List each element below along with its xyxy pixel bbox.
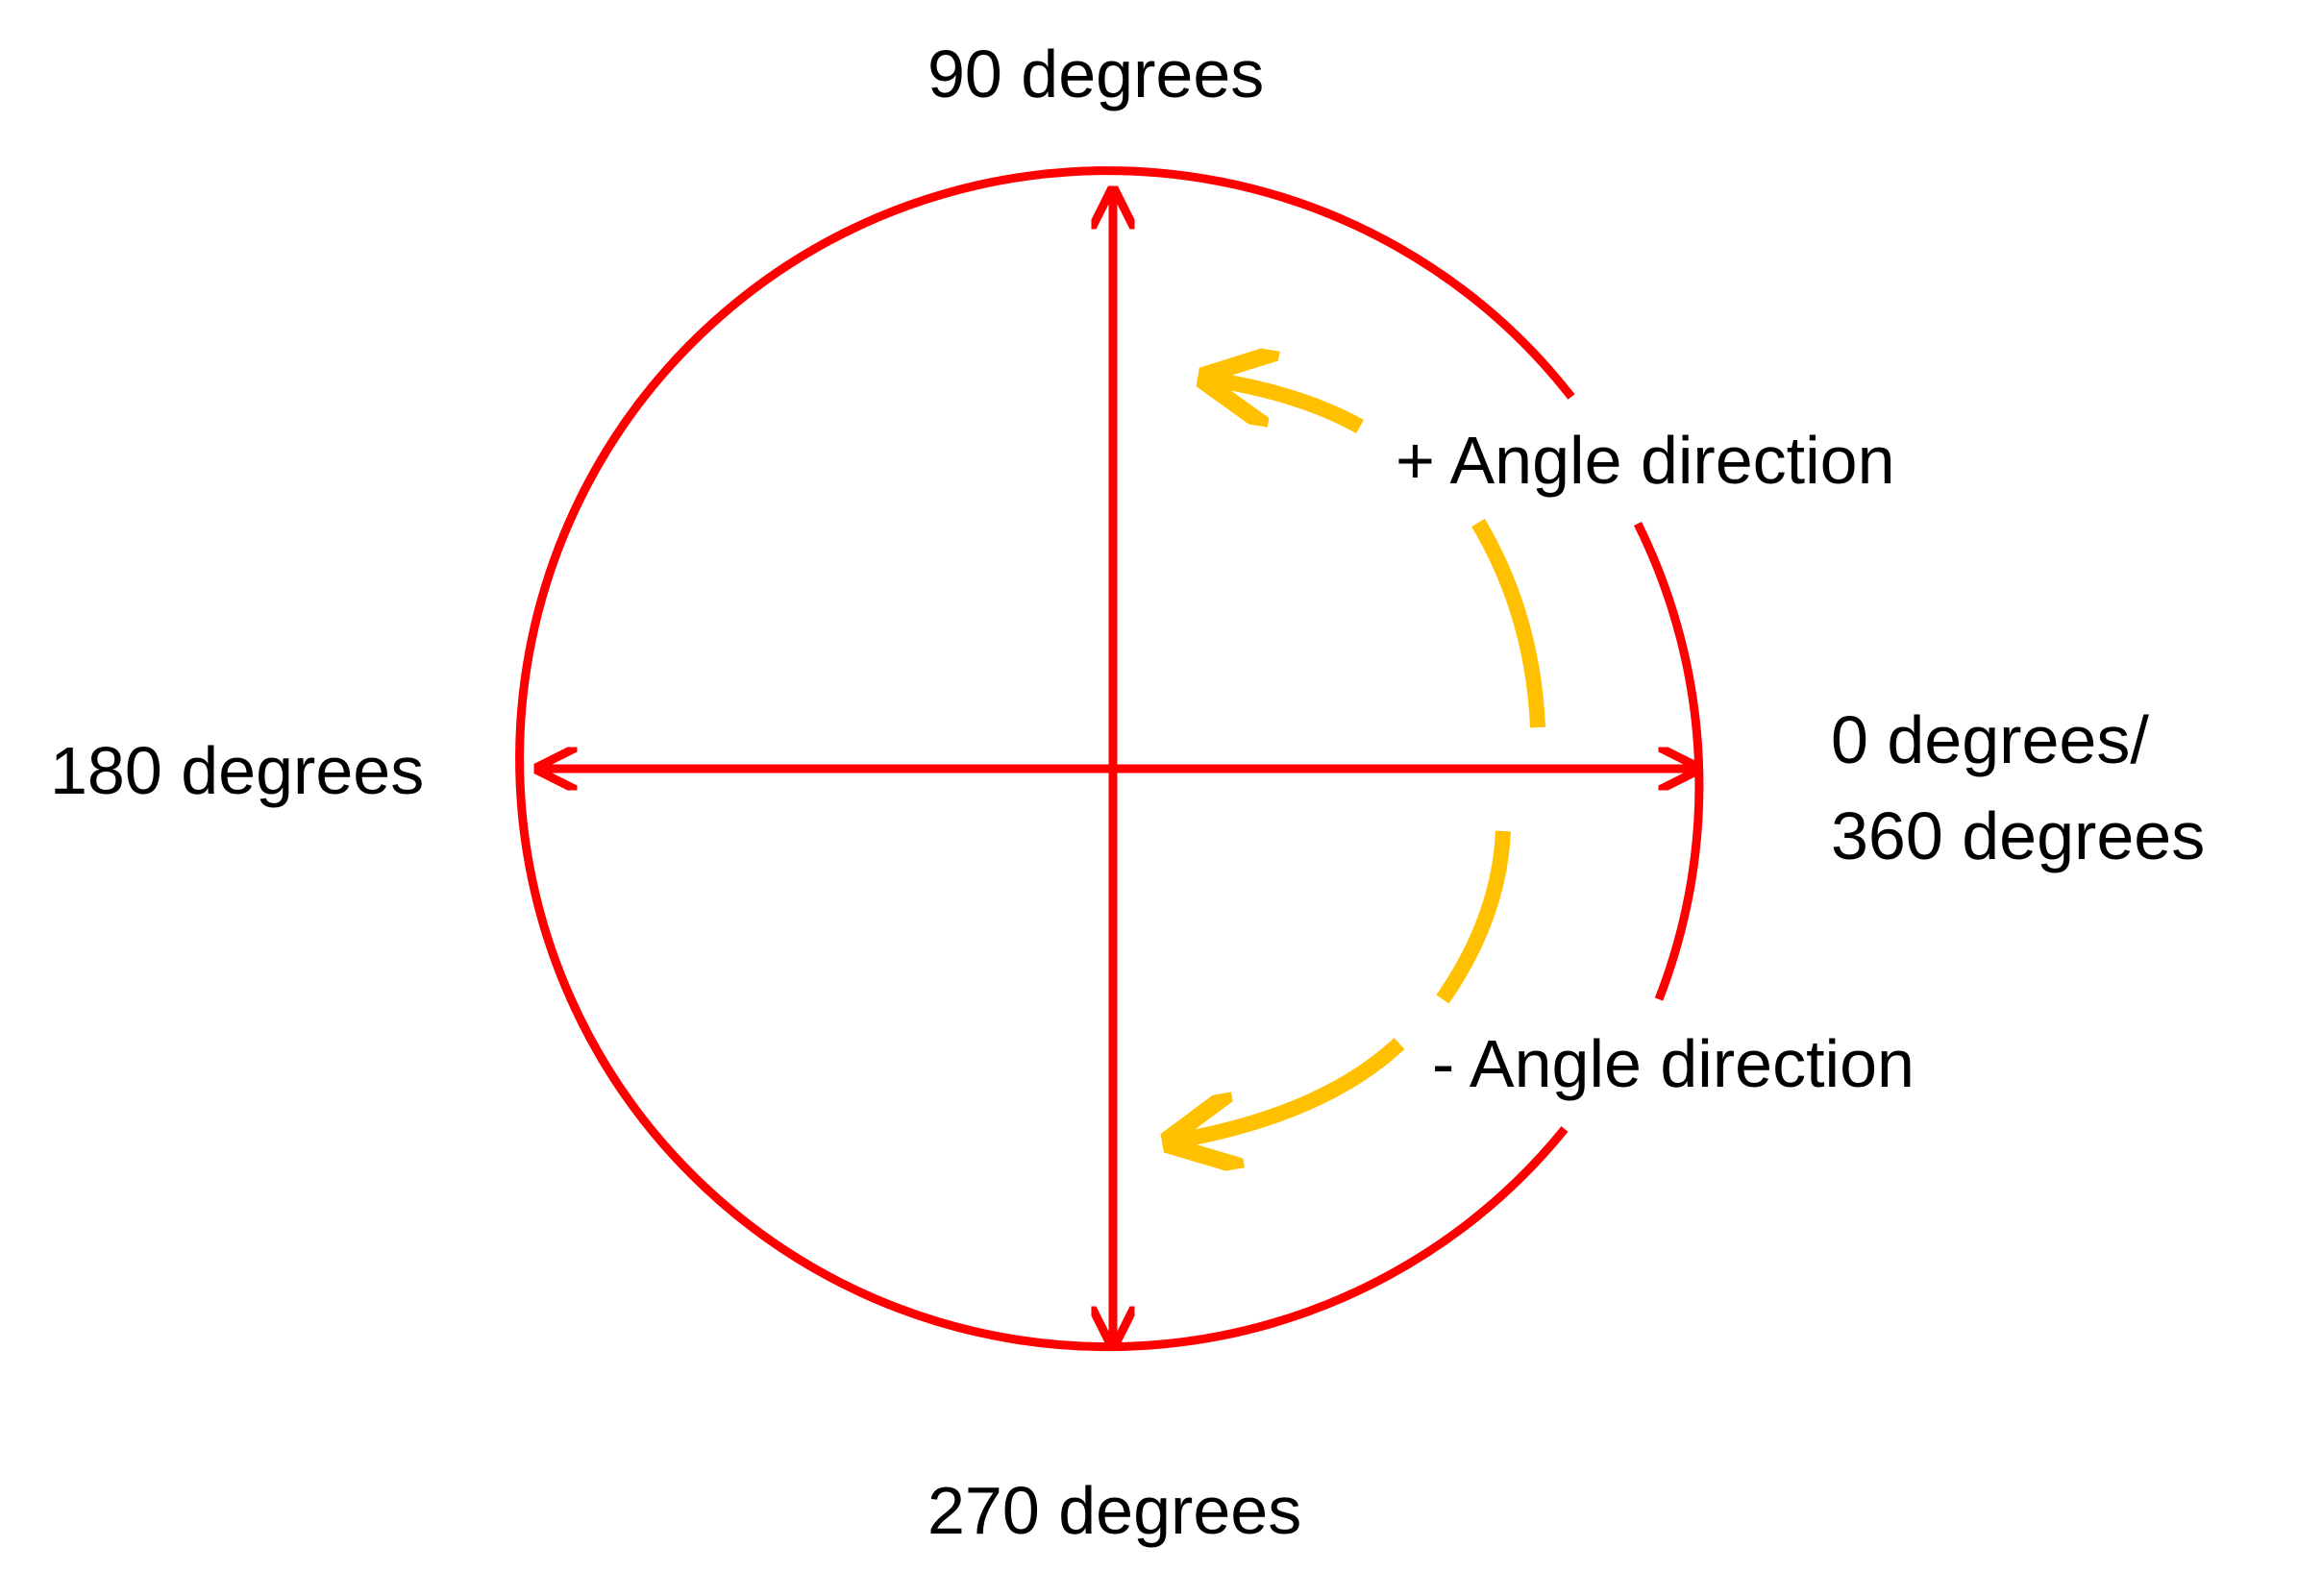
- positive-direction-upper-arc: [1213, 380, 1364, 433]
- circle-arc-right: [1633, 521, 1704, 1001]
- label-90-degrees: 90 degrees: [927, 37, 1265, 111]
- label-0-degrees: 0 degrees/: [1831, 702, 2149, 777]
- label-positive-angle-direction: + Angle direction: [1396, 423, 1895, 498]
- negative-direction-lower-arc: [1177, 1038, 1405, 1141]
- label-180-degrees: 180 degrees: [50, 733, 425, 808]
- label-negative-angle-direction: - Angle direction: [1432, 1026, 1915, 1101]
- circle-arc-main: [515, 166, 1575, 1352]
- label-0-360-degrees: 0 degrees/ 360 degrees: [1831, 692, 2205, 884]
- label-360-degrees: 360 degrees: [1831, 798, 2206, 873]
- negative-direction-upper-arc: [1436, 830, 1511, 1004]
- label-270-degrees: 270 degrees: [927, 1473, 1302, 1548]
- positive-direction-lower-arc: [1471, 518, 1545, 728]
